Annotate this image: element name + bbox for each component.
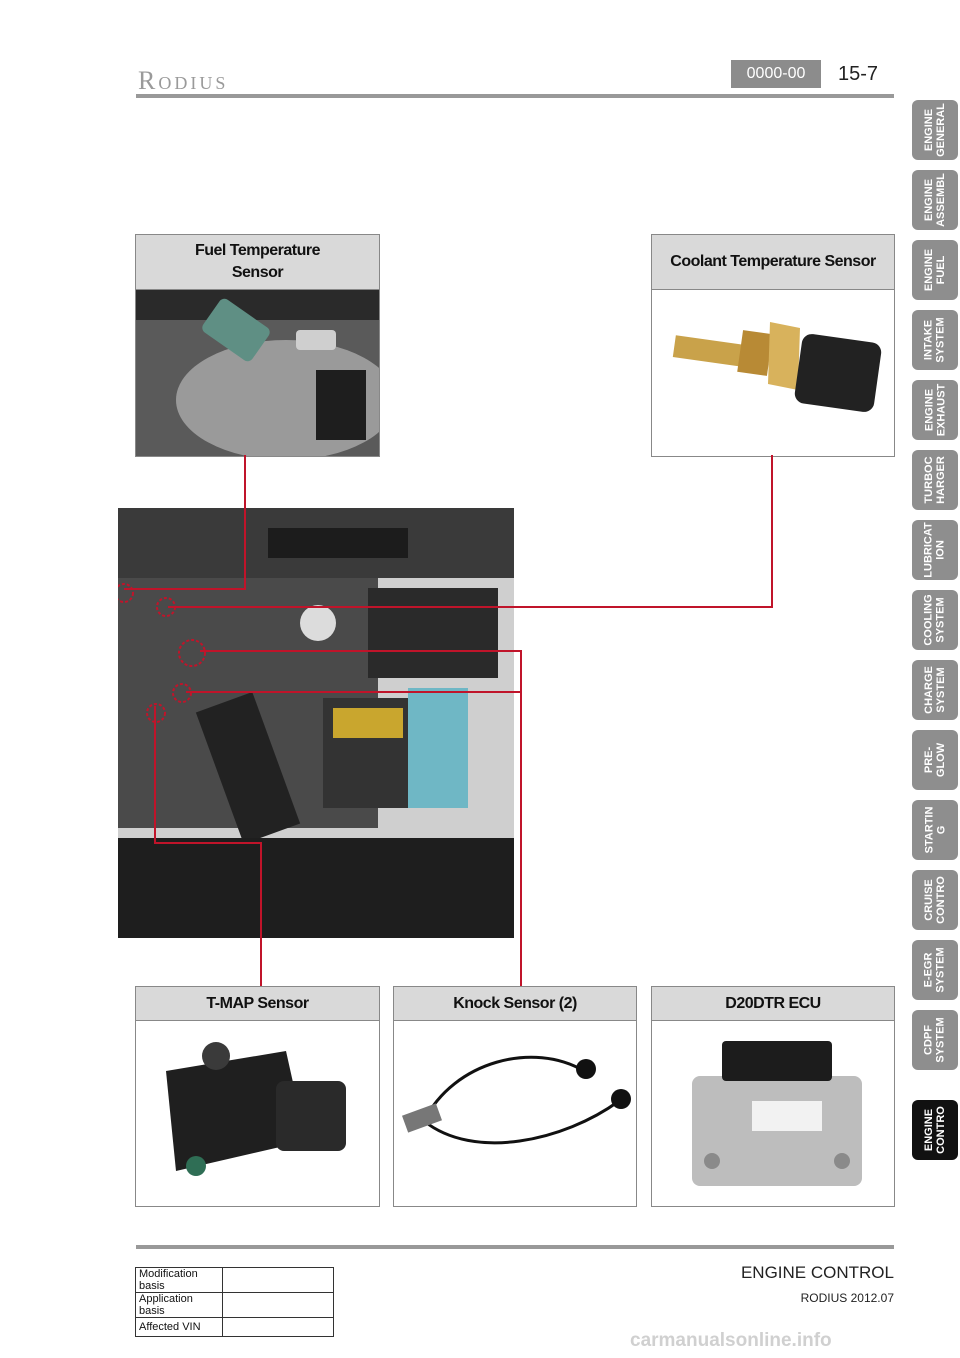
coolant-temp-sensor-photo <box>652 290 894 456</box>
application-basis-value <box>222 1292 334 1318</box>
leader-knock-1-h <box>200 650 522 652</box>
leader-knock-2-h <box>186 691 522 693</box>
leader-fuel-temp-h <box>124 588 246 590</box>
ecu-box: D20DTR ECU <box>651 986 895 1207</box>
watermark: carmanualsonline.info <box>630 1330 832 1351</box>
fuel-temp-sensor-photo <box>136 290 379 456</box>
modification-table: Modification basis Application basis Aff… <box>135 1267 334 1337</box>
tab-cooling-system[interactable]: COOLING SYSTEM <box>912 590 958 650</box>
brand-logo: Rodius <box>138 66 229 95</box>
knock-sensor-photo <box>394 1021 636 1206</box>
footer-section-title: ENGINE CONTROL <box>740 1263 894 1282</box>
tab-engine-assembly[interactable]: ENGINE ASSEMBL <box>912 170 958 230</box>
tab-engine-fuel[interactable]: ENGINE FUEL <box>912 240 958 300</box>
footer-rule <box>136 1245 894 1249</box>
tab-lubrication[interactable]: LUBRICAT ION <box>912 520 958 580</box>
tab-intake-system[interactable]: INTAKE SYSTEM <box>912 310 958 370</box>
knock-sensor-box: Knock Sensor (2) <box>393 986 637 1207</box>
engine-bay-photo <box>118 508 514 938</box>
tmap-sensor-title: T-MAP Sensor <box>136 987 379 1021</box>
leader-tmap-v2 <box>260 842 262 986</box>
fuel-temp-sensor-box: Fuel Temperature Sensor <box>135 234 380 457</box>
ecu-title: D20DTR ECU <box>652 987 894 1021</box>
section-code-badge: 0000-00 <box>731 60 821 88</box>
ecu-photo <box>652 1021 894 1206</box>
fuel-temp-sensor-title: Fuel Temperature Sensor <box>136 235 379 290</box>
tmap-sensor-box: T-MAP Sensor <box>135 986 380 1207</box>
tab-starting[interactable]: STARTIN G <box>912 800 958 860</box>
tab-pre-glow[interactable]: PRE- GLOW <box>912 730 958 790</box>
modification-basis-label: Modification basis <box>135 1267 223 1293</box>
tmap-sensor-photo <box>136 1021 379 1206</box>
leader-coolant-h <box>168 606 773 608</box>
tab-turbocharger[interactable]: TURBOC HARGER <box>912 450 958 510</box>
leader-knock-v <box>520 650 522 986</box>
tab-charge-system[interactable]: CHARGE SYSTEM <box>912 660 958 720</box>
modification-basis-value <box>222 1267 334 1293</box>
tab-engine-general[interactable]: ENGINE GENERAL <box>912 100 958 160</box>
tab-e-egr-system[interactable]: E-EGR SYSTEM <box>912 940 958 1000</box>
tab-engine-exhaust[interactable]: ENGINE EXHAUST <box>912 380 958 440</box>
tab-cruise-control[interactable]: CRUISE CONTRO <box>912 870 958 930</box>
leader-tmap-v1 <box>154 706 156 843</box>
coolant-temp-sensor-title: Coolant Temperature Sensor <box>652 235 894 290</box>
footer-model-date: RODIUS 2012.07 <box>800 1291 894 1305</box>
leader-tmap-h <box>154 842 262 844</box>
affected-vin-label: Affected VIN <box>135 1317 223 1337</box>
leader-coolant-v <box>771 455 773 608</box>
tab-engine-control[interactable]: ENGINE CONTRO <box>912 1100 958 1160</box>
knock-sensor-title: Knock Sensor (2) <box>394 987 636 1021</box>
coolant-temp-sensor-box: Coolant Temperature Sensor <box>651 234 895 457</box>
leader-fuel-temp-v <box>244 455 246 589</box>
page-number: 15-7 <box>838 63 879 85</box>
tab-cdpf-system[interactable]: CDPF SYSTEM <box>912 1010 958 1070</box>
header-rule <box>136 94 894 98</box>
affected-vin-value <box>222 1317 334 1337</box>
application-basis-label: Application basis <box>135 1292 223 1318</box>
